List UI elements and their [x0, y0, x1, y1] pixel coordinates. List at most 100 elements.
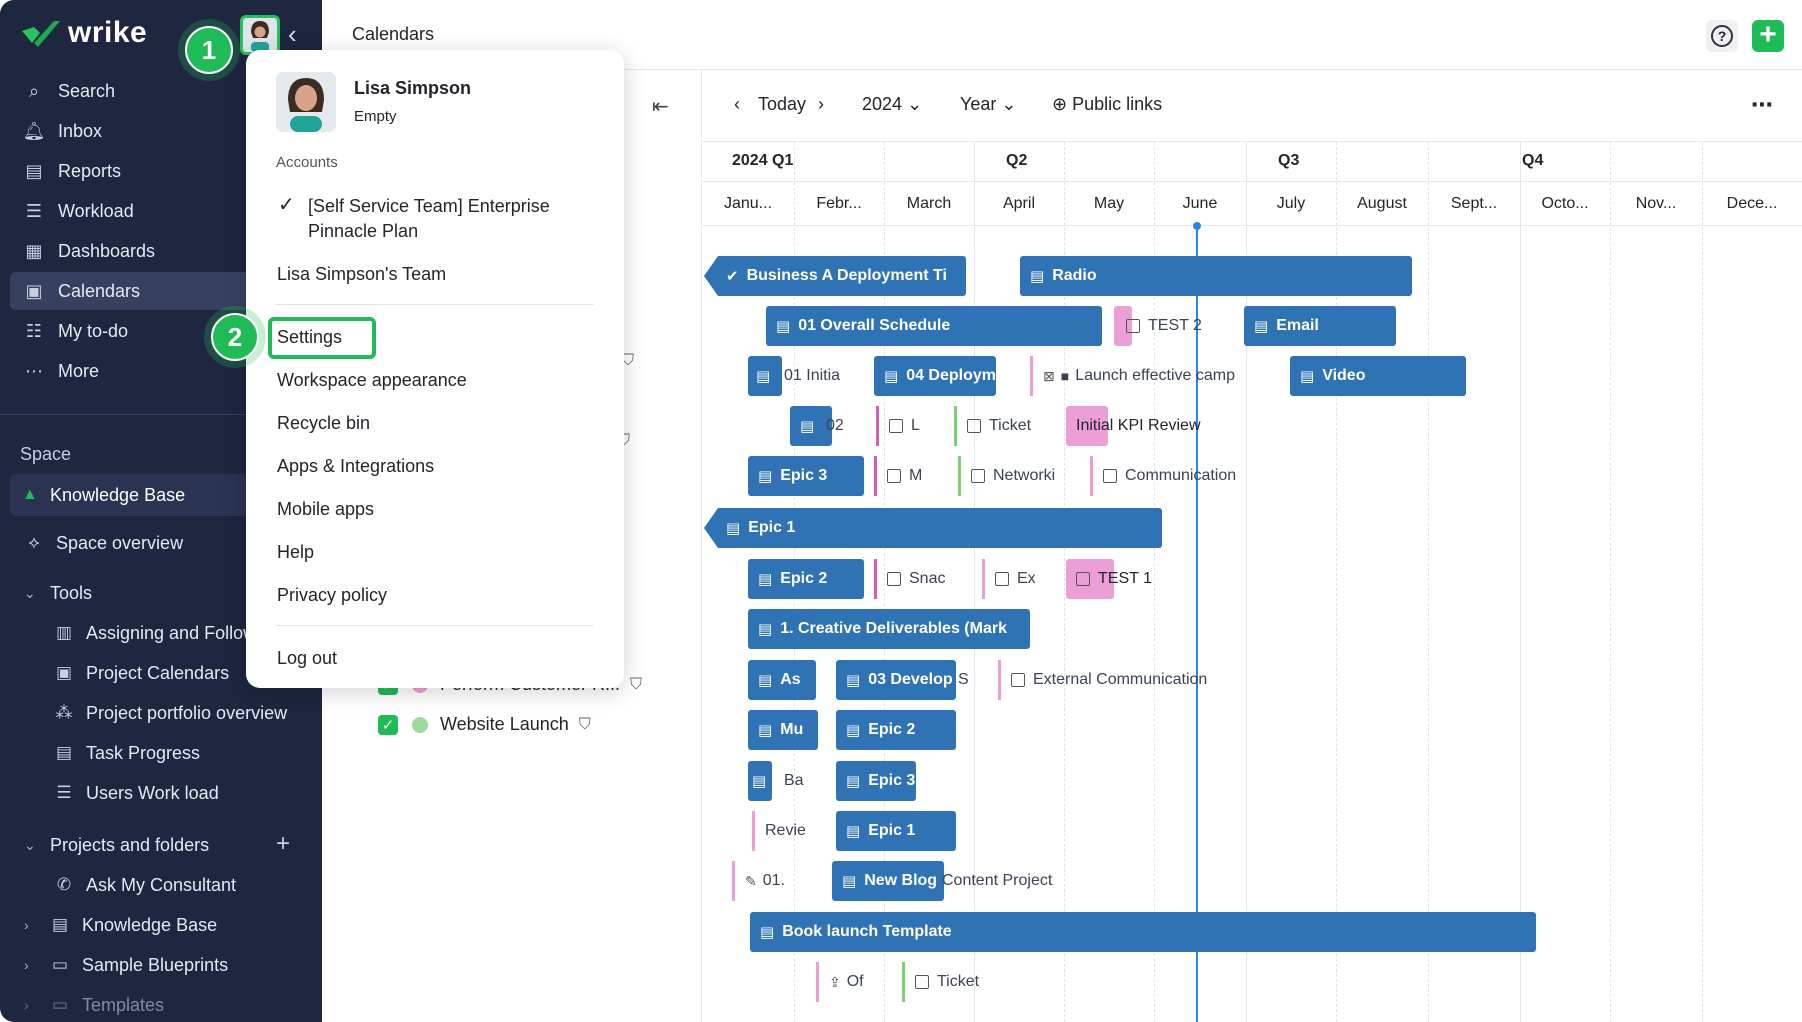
timeline-bar[interactable]: ▤ — [790, 406, 832, 446]
task-item[interactable]: Initial KPI Review — [1076, 417, 1201, 434]
task-item[interactable]: Networki — [958, 456, 1055, 496]
task-marker[interactable] — [1066, 559, 1114, 599]
task-item[interactable]: TEST 2 — [1126, 306, 1202, 346]
tool-item[interactable]: ⁂Project portfolio overview — [50, 695, 288, 731]
filter-icon[interactable]: ⛉ — [630, 675, 643, 693]
nav-workload[interactable]: ☰Workload — [10, 192, 310, 230]
timeline-bar[interactable]: ▤01 Overall Schedule — [766, 306, 1102, 346]
month-label: Janu... — [723, 195, 773, 212]
timeline-bar[interactable]: ▤04 Deploym — [874, 356, 996, 396]
timeline-bar[interactable]: ▤Email — [1244, 306, 1396, 346]
task-item[interactable]: Content Project — [942, 872, 1053, 889]
public-links-button[interactable]: ⊕ Public links — [1052, 94, 1163, 114]
apps-integrations-menu-item[interactable]: Apps & Integrations — [277, 456, 435, 476]
user-avatar-button[interactable] — [240, 15, 280, 55]
task-item[interactable]: Ex — [982, 559, 1036, 599]
nav-my-todo[interactable]: ☷My to-do — [10, 312, 310, 350]
task-item[interactable]: M — [874, 456, 922, 496]
log-out-menu-item[interactable]: Log out — [277, 648, 338, 668]
task-item[interactable]: External Communication — [998, 660, 1207, 700]
timeline-bar[interactable]: ▤Epic 3 — [748, 456, 864, 496]
help-menu-item[interactable]: Help — [277, 542, 315, 562]
tool-item[interactable]: ▣Project Calendars — [50, 655, 229, 691]
timeline-bar[interactable]: ▤ — [748, 356, 782, 396]
add-project-icon[interactable]: + — [276, 830, 291, 857]
mobile-apps-menu-item[interactable]: Mobile apps — [277, 499, 375, 519]
timeline-bar[interactable]: ▤Mu — [748, 710, 818, 750]
timeline-bar[interactable]: ▤Epic 2 — [836, 710, 956, 750]
task-item[interactable]: Ba — [784, 772, 804, 789]
task-item[interactable]: Snac — [874, 559, 945, 599]
wrike-logo[interactable]: wrike — [20, 16, 147, 50]
task-icon — [887, 469, 901, 483]
task-item[interactable]: S — [958, 671, 969, 688]
workspace-appearance-menu-item[interactable]: Workspace appearance — [277, 370, 467, 390]
collapse-panel-icon[interactable]: ⇤ — [652, 96, 669, 118]
nav-reports[interactable]: ▤Reports — [10, 152, 310, 190]
project-icon: ▤ — [758, 571, 773, 588]
project-item[interactable]: ›▭Sample Blueprints — [24, 954, 229, 975]
task-item[interactable]: ⊠■Launch effective camp — [1030, 356, 1235, 396]
timeline-bar[interactable]: ▤As — [748, 660, 816, 700]
next-icon[interactable]: › — [818, 94, 824, 114]
prev-icon[interactable]: ‹ — [734, 94, 740, 114]
project-item[interactable]: ›▤Knowledge Base — [24, 914, 218, 935]
tool-item[interactable]: ▥Assigning and Follow — [50, 615, 256, 651]
project-item[interactable]: ✆Ask My Consultant — [50, 867, 236, 903]
collapse-sidebar-icon[interactable]: ‹ — [288, 19, 297, 49]
task-item[interactable]: ⇪Of — [816, 962, 864, 1002]
team-item[interactable]: Lisa Simpson's Team — [277, 264, 447, 284]
nav-dashboards[interactable]: ▦Dashboards — [10, 232, 310, 270]
task-marker[interactable] — [1066, 406, 1108, 446]
calendar-row[interactable]: ✓ Website Launch ⛉ — [378, 714, 591, 735]
task-item[interactable]: ✎01. — [732, 861, 785, 901]
user-status[interactable]: Empty — [354, 108, 397, 125]
timeline-bar[interactable]: ▤Epic 1 — [704, 508, 1162, 548]
timeline-bar[interactable]: ▤Epic 2 — [748, 559, 864, 599]
tools-section[interactable]: ⌄Tools — [24, 582, 93, 603]
globe-icon: ⊕ — [1052, 94, 1068, 114]
task-item[interactable]: 02 — [826, 417, 844, 434]
nav-search[interactable]: ⌕Search — [10, 72, 310, 110]
filter-icon[interactable]: ⛉ — [578, 715, 591, 733]
today-button[interactable]: Today — [758, 94, 807, 114]
task-item[interactable]: TEST 1 — [1076, 559, 1152, 599]
timeline-bar[interactable]: ✔Business A Deployment Ti — [704, 256, 966, 296]
nav-more[interactable]: ⋯More — [10, 352, 310, 390]
year-selector[interactable]: 2024 ⌄ — [862, 94, 923, 114]
task-item[interactable]: L — [876, 406, 920, 446]
add-button[interactable]: + — [1752, 20, 1784, 52]
privacy-policy-menu-item[interactable]: Privacy policy — [277, 585, 388, 605]
view-selector[interactable]: Year ⌄ — [960, 94, 1017, 114]
timeline-bar[interactable]: ▤Radio — [1020, 256, 1412, 296]
color-marker — [958, 456, 961, 496]
timeline-bar[interactable]: ▤Epic 1 — [836, 811, 956, 851]
timeline-bar[interactable]: ▤1. Creative Deliverables (Mark — [748, 609, 1030, 649]
projects-section[interactable]: ⌄Projects and folders — [24, 834, 210, 855]
project-item[interactable]: ›▭Templates — [24, 994, 165, 1015]
tool-item[interactable]: ▤Task Progress — [50, 735, 200, 771]
timeline-bar[interactable]: ▤ — [748, 761, 772, 801]
timeline-bar[interactable]: ▤03 Develop — [836, 660, 956, 700]
tool-item[interactable]: ☰Users Work load — [50, 775, 218, 811]
timeline-bar[interactable]: ▤Video — [1290, 356, 1466, 396]
timeline-bar[interactable]: ▤Book launch Template — [750, 912, 1536, 952]
timeline-bar[interactable]: ▤Epic 3 — [836, 761, 916, 801]
space-overview-link[interactable]: ⟡Space overview — [20, 525, 183, 561]
task-item[interactable]: Ticket — [902, 962, 979, 1002]
task-item[interactable]: 01 Initia — [784, 367, 841, 384]
checkbox[interactable]: ✓ — [378, 714, 398, 735]
account-item[interactable]: [Self Service Team] Enterprise Pinnacle … — [308, 196, 550, 241]
help-button[interactable]: ? — [1706, 20, 1738, 52]
recycle-bin-menu-item[interactable]: Recycle bin — [277, 413, 371, 433]
task-item[interactable]: Communication — [1090, 456, 1236, 496]
timeline-bar[interactable]: ▤New Blog — [832, 861, 944, 901]
task-marker[interactable] — [1114, 306, 1132, 346]
task-item[interactable]: Revie — [752, 811, 806, 851]
task-item[interactable]: Ticket — [954, 406, 1031, 446]
more-options-icon[interactable]: ⋯ — [1751, 92, 1774, 117]
filter-icon[interactable]: ⛉ — [622, 352, 635, 369]
settings-menu-item[interactable]: Settings — [277, 327, 343, 347]
project-icon: ▤ — [1030, 268, 1045, 285]
nav-inbox[interactable]: 🔔︎Inbox — [10, 112, 310, 150]
